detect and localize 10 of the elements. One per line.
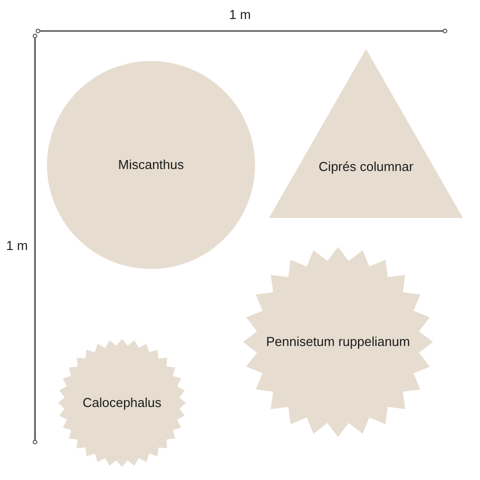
plant-name: Calocephalus bbox=[82, 395, 162, 411]
triangle-area bbox=[269, 49, 463, 218]
starburst-area bbox=[243, 247, 433, 437]
dimension-label: 1 m bbox=[229, 7, 251, 23]
plant-name: Ciprés columnar bbox=[318, 159, 414, 176]
dimension-label: 1 m bbox=[6, 238, 28, 254]
plant-name: Miscanthus bbox=[118, 157, 184, 173]
circle-area bbox=[47, 61, 255, 269]
plant-name: Pennisetum ruppelianum bbox=[266, 334, 410, 350]
starburst-area bbox=[58, 339, 186, 467]
